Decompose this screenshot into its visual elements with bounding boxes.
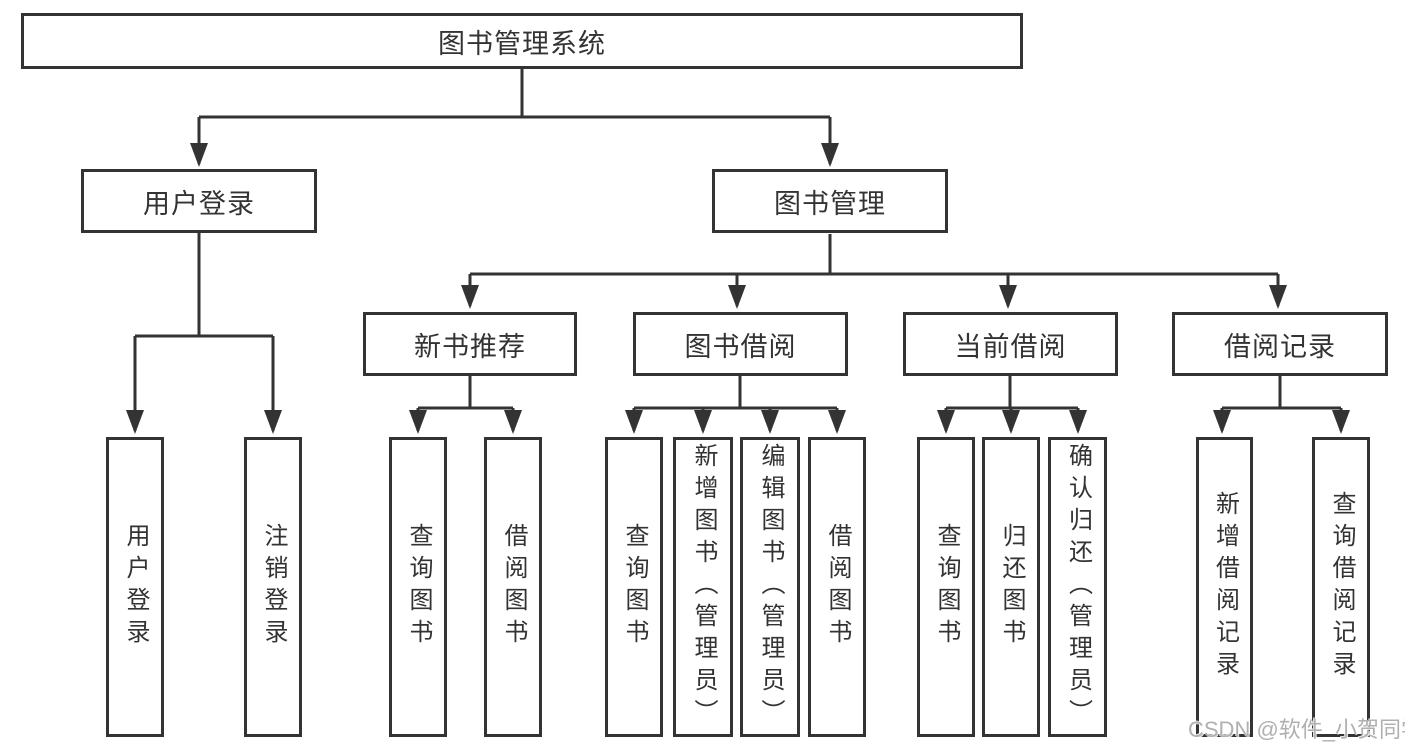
connector-arrows xyxy=(126,117,1350,434)
leaf-recommend-query-books: 查询图书 xyxy=(389,437,447,737)
leaf-records-query-record: 查询借阅记录 xyxy=(1312,437,1370,737)
node-book-management: 图书管理 xyxy=(712,169,948,233)
leaf-borrowing-borrow-books: 借阅图书 xyxy=(808,437,866,737)
node-library-management-system: 图书管理系统 xyxy=(21,13,1023,69)
csdn-watermark: CSDN @软件_小贺同学 xyxy=(1188,717,1405,742)
leaf-logout-login: 注销登录 xyxy=(244,437,302,737)
leaf-user-login: 用户登录 xyxy=(106,437,164,737)
node-current-borrowing: 当前借阅 xyxy=(903,312,1118,376)
leaf-borrowing-query-books: 查询图书 xyxy=(605,437,663,737)
leaf-recommend-borrow-books: 借阅图书 xyxy=(484,437,542,737)
leaf-borrowing-add-books-admin: 新增图书（管理员） xyxy=(673,437,733,737)
leaf-current-confirm-return-admin: 确认归还（管理员） xyxy=(1048,437,1107,737)
leaf-current-query-books: 查询图书 xyxy=(917,437,975,737)
leaf-borrowing-edit-books-admin: 编辑图书（管理员） xyxy=(740,437,800,737)
leaf-records-add-record: 新增借阅记录 xyxy=(1196,437,1253,737)
leaf-current-return-books: 归还图书 xyxy=(982,437,1040,737)
node-new-book-recommendation: 新书推荐 xyxy=(363,312,577,376)
node-borrowing-records: 借阅记录 xyxy=(1172,312,1388,376)
node-user-login: 用户登录 xyxy=(81,169,317,233)
node-book-borrowing: 图书借阅 xyxy=(633,312,848,376)
